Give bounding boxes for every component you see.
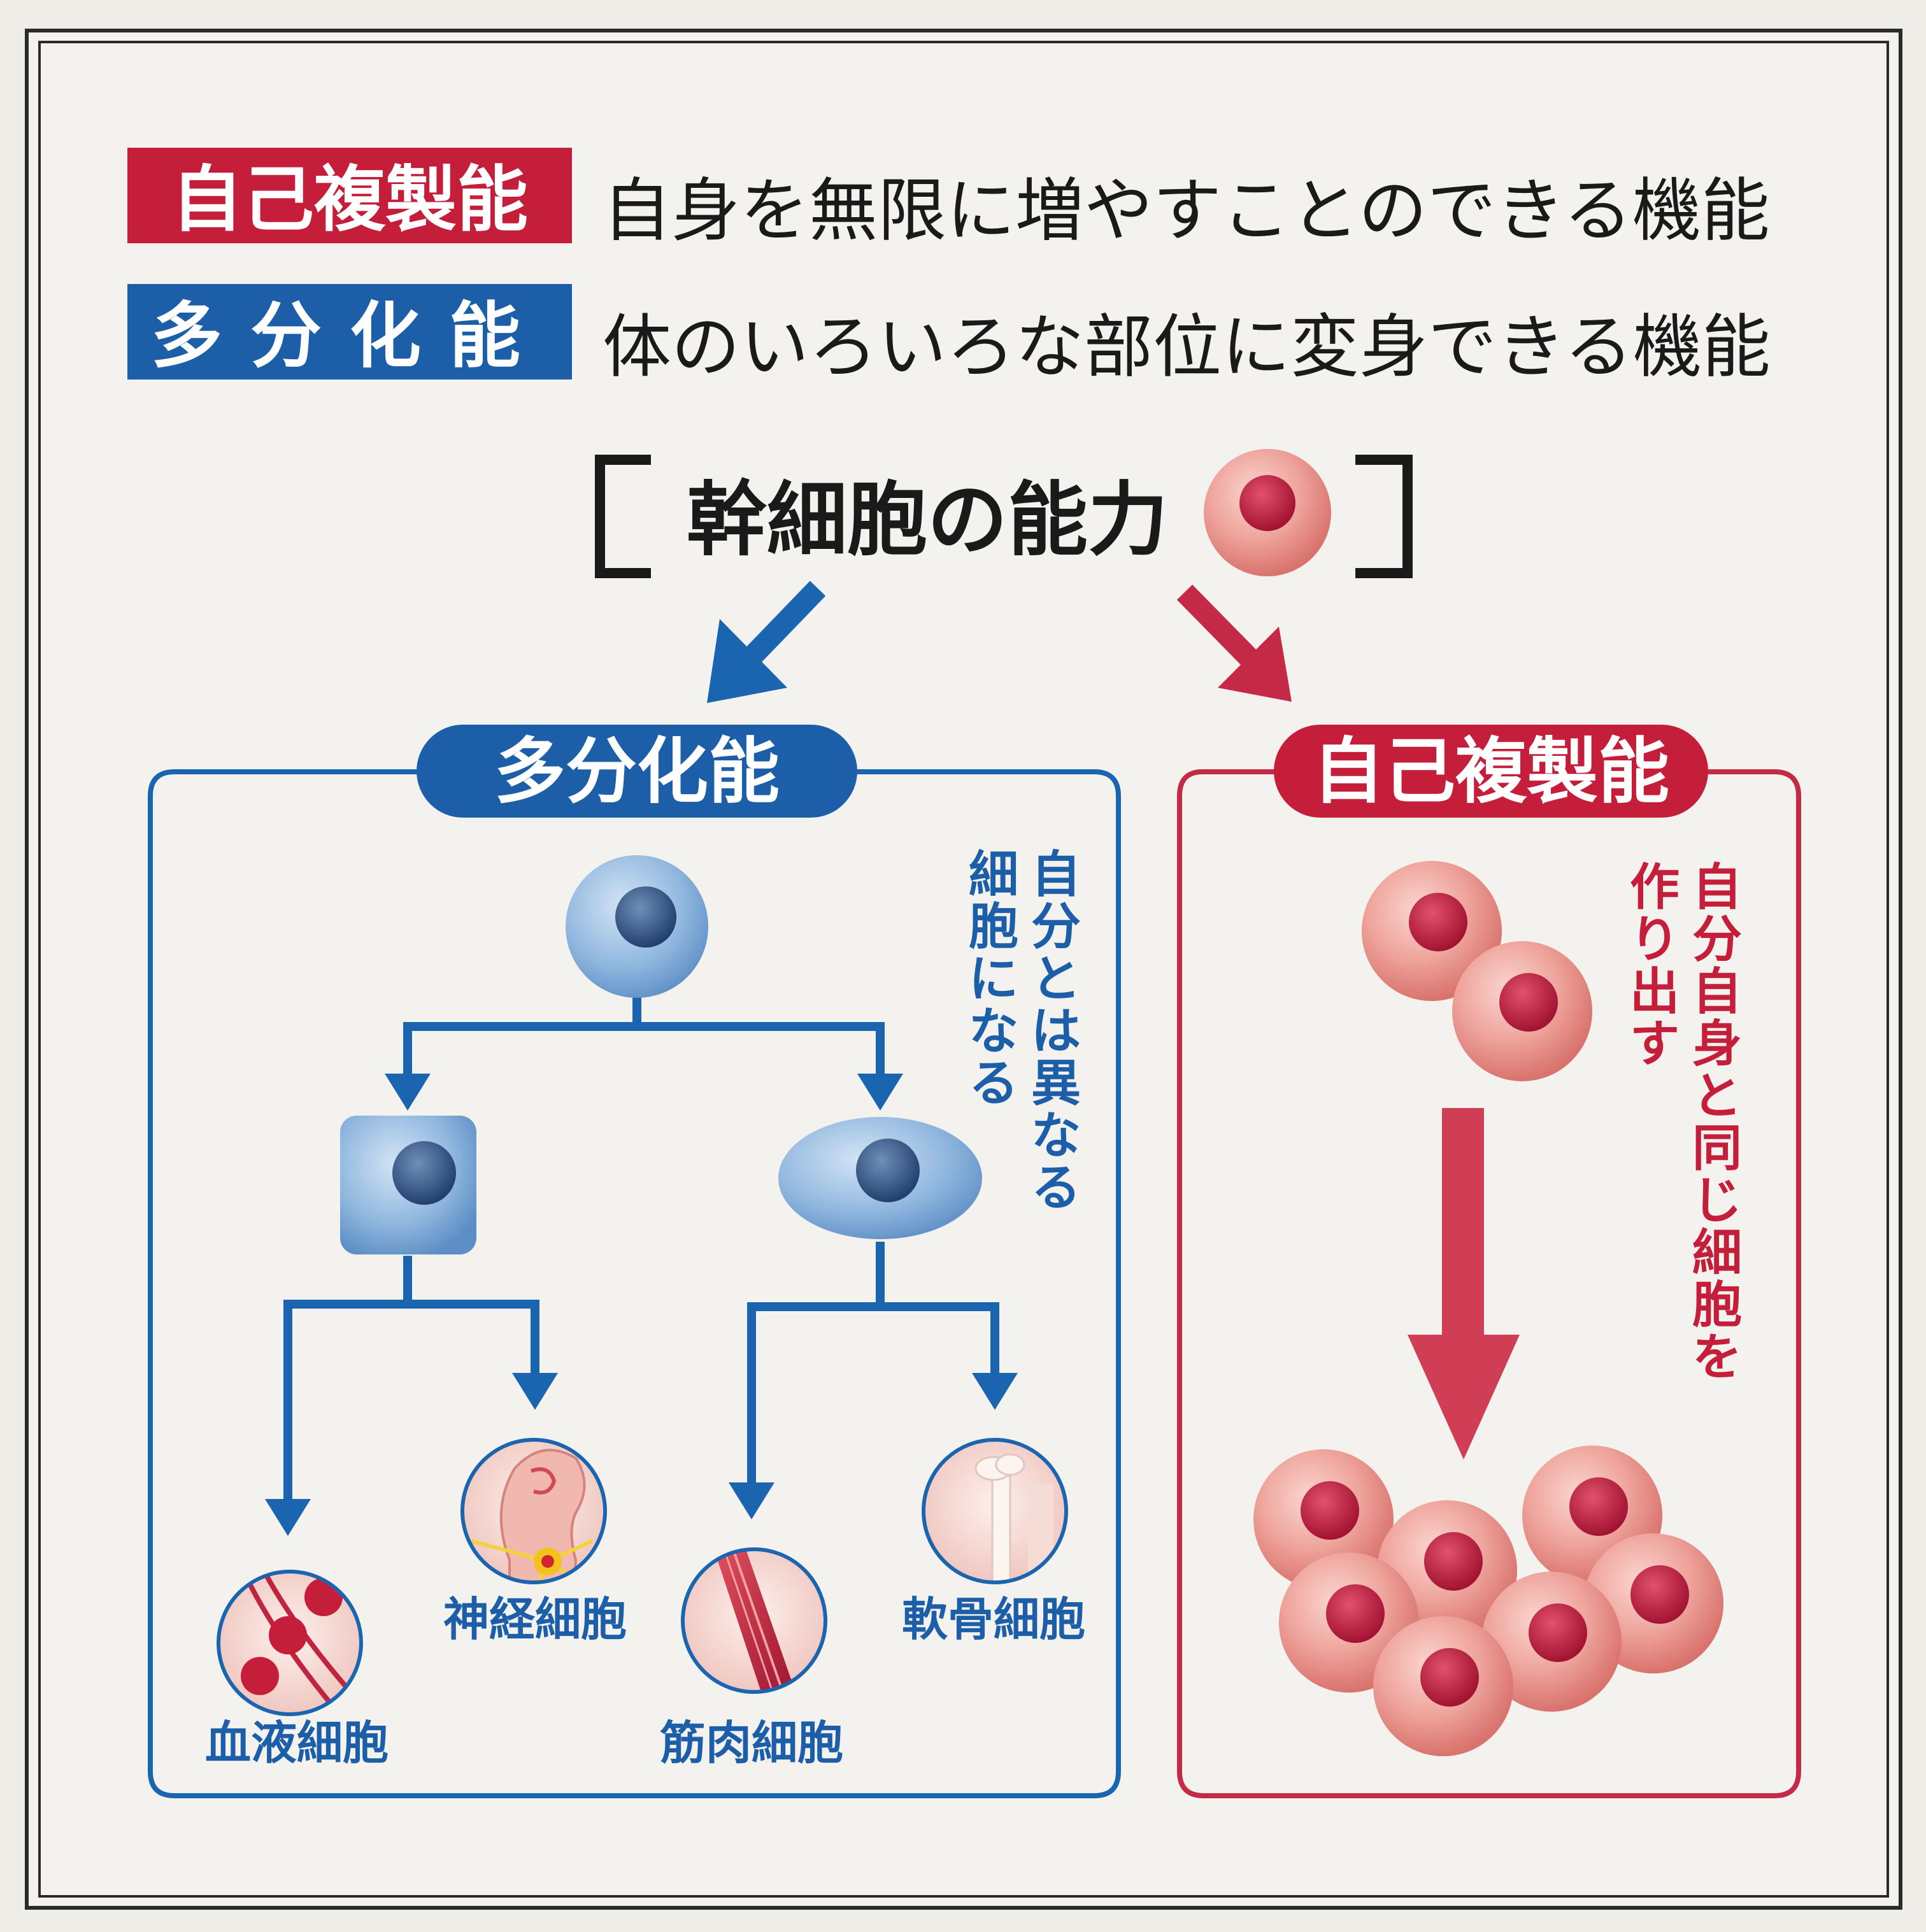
tree-arrowheads <box>265 1074 1018 1536</box>
legend-row-self-renewal: 自己複製能 自身を無限に増やすことのできる機能 <box>127 148 1770 251</box>
note-char: は <box>1031 1003 1081 1060</box>
note-char: 自 <box>1692 859 1742 916</box>
note-char: 胞 <box>1692 1277 1742 1334</box>
multipotency-panel: 多分化能 自 分 と は 異 な る 細 胞 に な る <box>148 725 1121 1798</box>
bone-icon <box>922 1438 1068 1584</box>
big-down-arrow <box>1408 1108 1520 1460</box>
cell-label-neuron: 神経細胞 <box>443 1593 627 1646</box>
self-renewal-note: 自 分 自 身 と 同 じ 細 胞 を 作 り 出 す <box>1630 859 1742 1386</box>
note-char: 細 <box>1692 1225 1742 1282</box>
note-char: 出 <box>1630 963 1680 1021</box>
legend-tag-red <box>127 148 572 243</box>
blue-progenitor-cell-square <box>340 1116 476 1254</box>
note-char: 分 <box>1031 899 1081 956</box>
cell-label-cartilage: 軟骨細胞 <box>902 1593 1085 1646</box>
note-char: 異 <box>1031 1055 1081 1112</box>
heading-open-bracket <box>595 455 651 578</box>
note-char: り <box>1630 911 1680 969</box>
self-renewal-panel: 自己複製能 自 分 自 身 と 同 じ 細 胞 を 作 り 出 す <box>1177 725 1801 1798</box>
arrow-to-multipotency <box>707 581 826 703</box>
arrow-to-self-renewal <box>1176 585 1292 702</box>
muscle-icon <box>681 1547 827 1694</box>
self-renewal-title-pill <box>1274 725 1708 818</box>
legend-tag-label: 多分化能 <box>151 295 548 378</box>
note-char: 身 <box>1692 1016 1742 1073</box>
note-char: な <box>969 1003 1018 1060</box>
note-char: 分 <box>1692 911 1742 969</box>
heading: 幹細胞の能力 <box>595 449 1413 578</box>
blue-stem-cell <box>566 855 708 998</box>
note-char: と <box>1031 951 1081 1008</box>
legend-tag-label: 自己複製能 <box>171 159 528 241</box>
cell-label-blood: 血液細胞 <box>205 1716 389 1770</box>
note-char: る <box>969 1055 1018 1112</box>
note-char: に <box>969 951 1018 1008</box>
note-char: 自 <box>1031 846 1081 904</box>
multipotency-title: 多分化能 <box>494 730 780 813</box>
legend-description: 体のいろいろな部位に変身できる機能 <box>603 308 1771 387</box>
heading-close-bracket <box>1355 455 1413 578</box>
self-renewal-title: 自己複製能 <box>1313 730 1669 813</box>
cell-label-muscle: 筋肉細胞 <box>660 1716 843 1770</box>
heading-cell-icon <box>1204 449 1331 576</box>
note-char: と <box>1692 1068 1742 1125</box>
legend-row-multipotency: 多分化能 体のいろいろな部位に変身できる機能 <box>127 284 1771 387</box>
note-char: す <box>1630 1016 1680 1073</box>
heading-title: 幹細胞の能力 <box>687 473 1168 567</box>
note-char: 細 <box>969 846 1018 904</box>
legend-tag-blue <box>127 284 572 380</box>
neuron-icon <box>460 1438 607 1584</box>
multipotency-note: 自 分 と は 異 な る 細 胞 に な る <box>969 846 1081 1217</box>
note-char: る <box>1031 1160 1081 1217</box>
red-cell-pair <box>1362 861 1592 1081</box>
legend-description: 自身を無限に増やすことのできる機能 <box>603 171 1770 251</box>
note-char: じ <box>1692 1172 1742 1230</box>
multipotency-title-pill <box>417 725 857 818</box>
note-char: 胞 <box>969 899 1018 956</box>
differentiation-tree <box>283 987 999 1502</box>
note-char: 同 <box>1692 1120 1742 1177</box>
blue-progenitor-cell-oval <box>778 1117 982 1239</box>
note-char: 作 <box>1630 859 1680 916</box>
note-char: 自 <box>1692 963 1742 1021</box>
red-cell-cluster <box>1253 1445 1723 1756</box>
note-char: を <box>1692 1329 1742 1386</box>
note-char: な <box>1031 1107 1081 1165</box>
